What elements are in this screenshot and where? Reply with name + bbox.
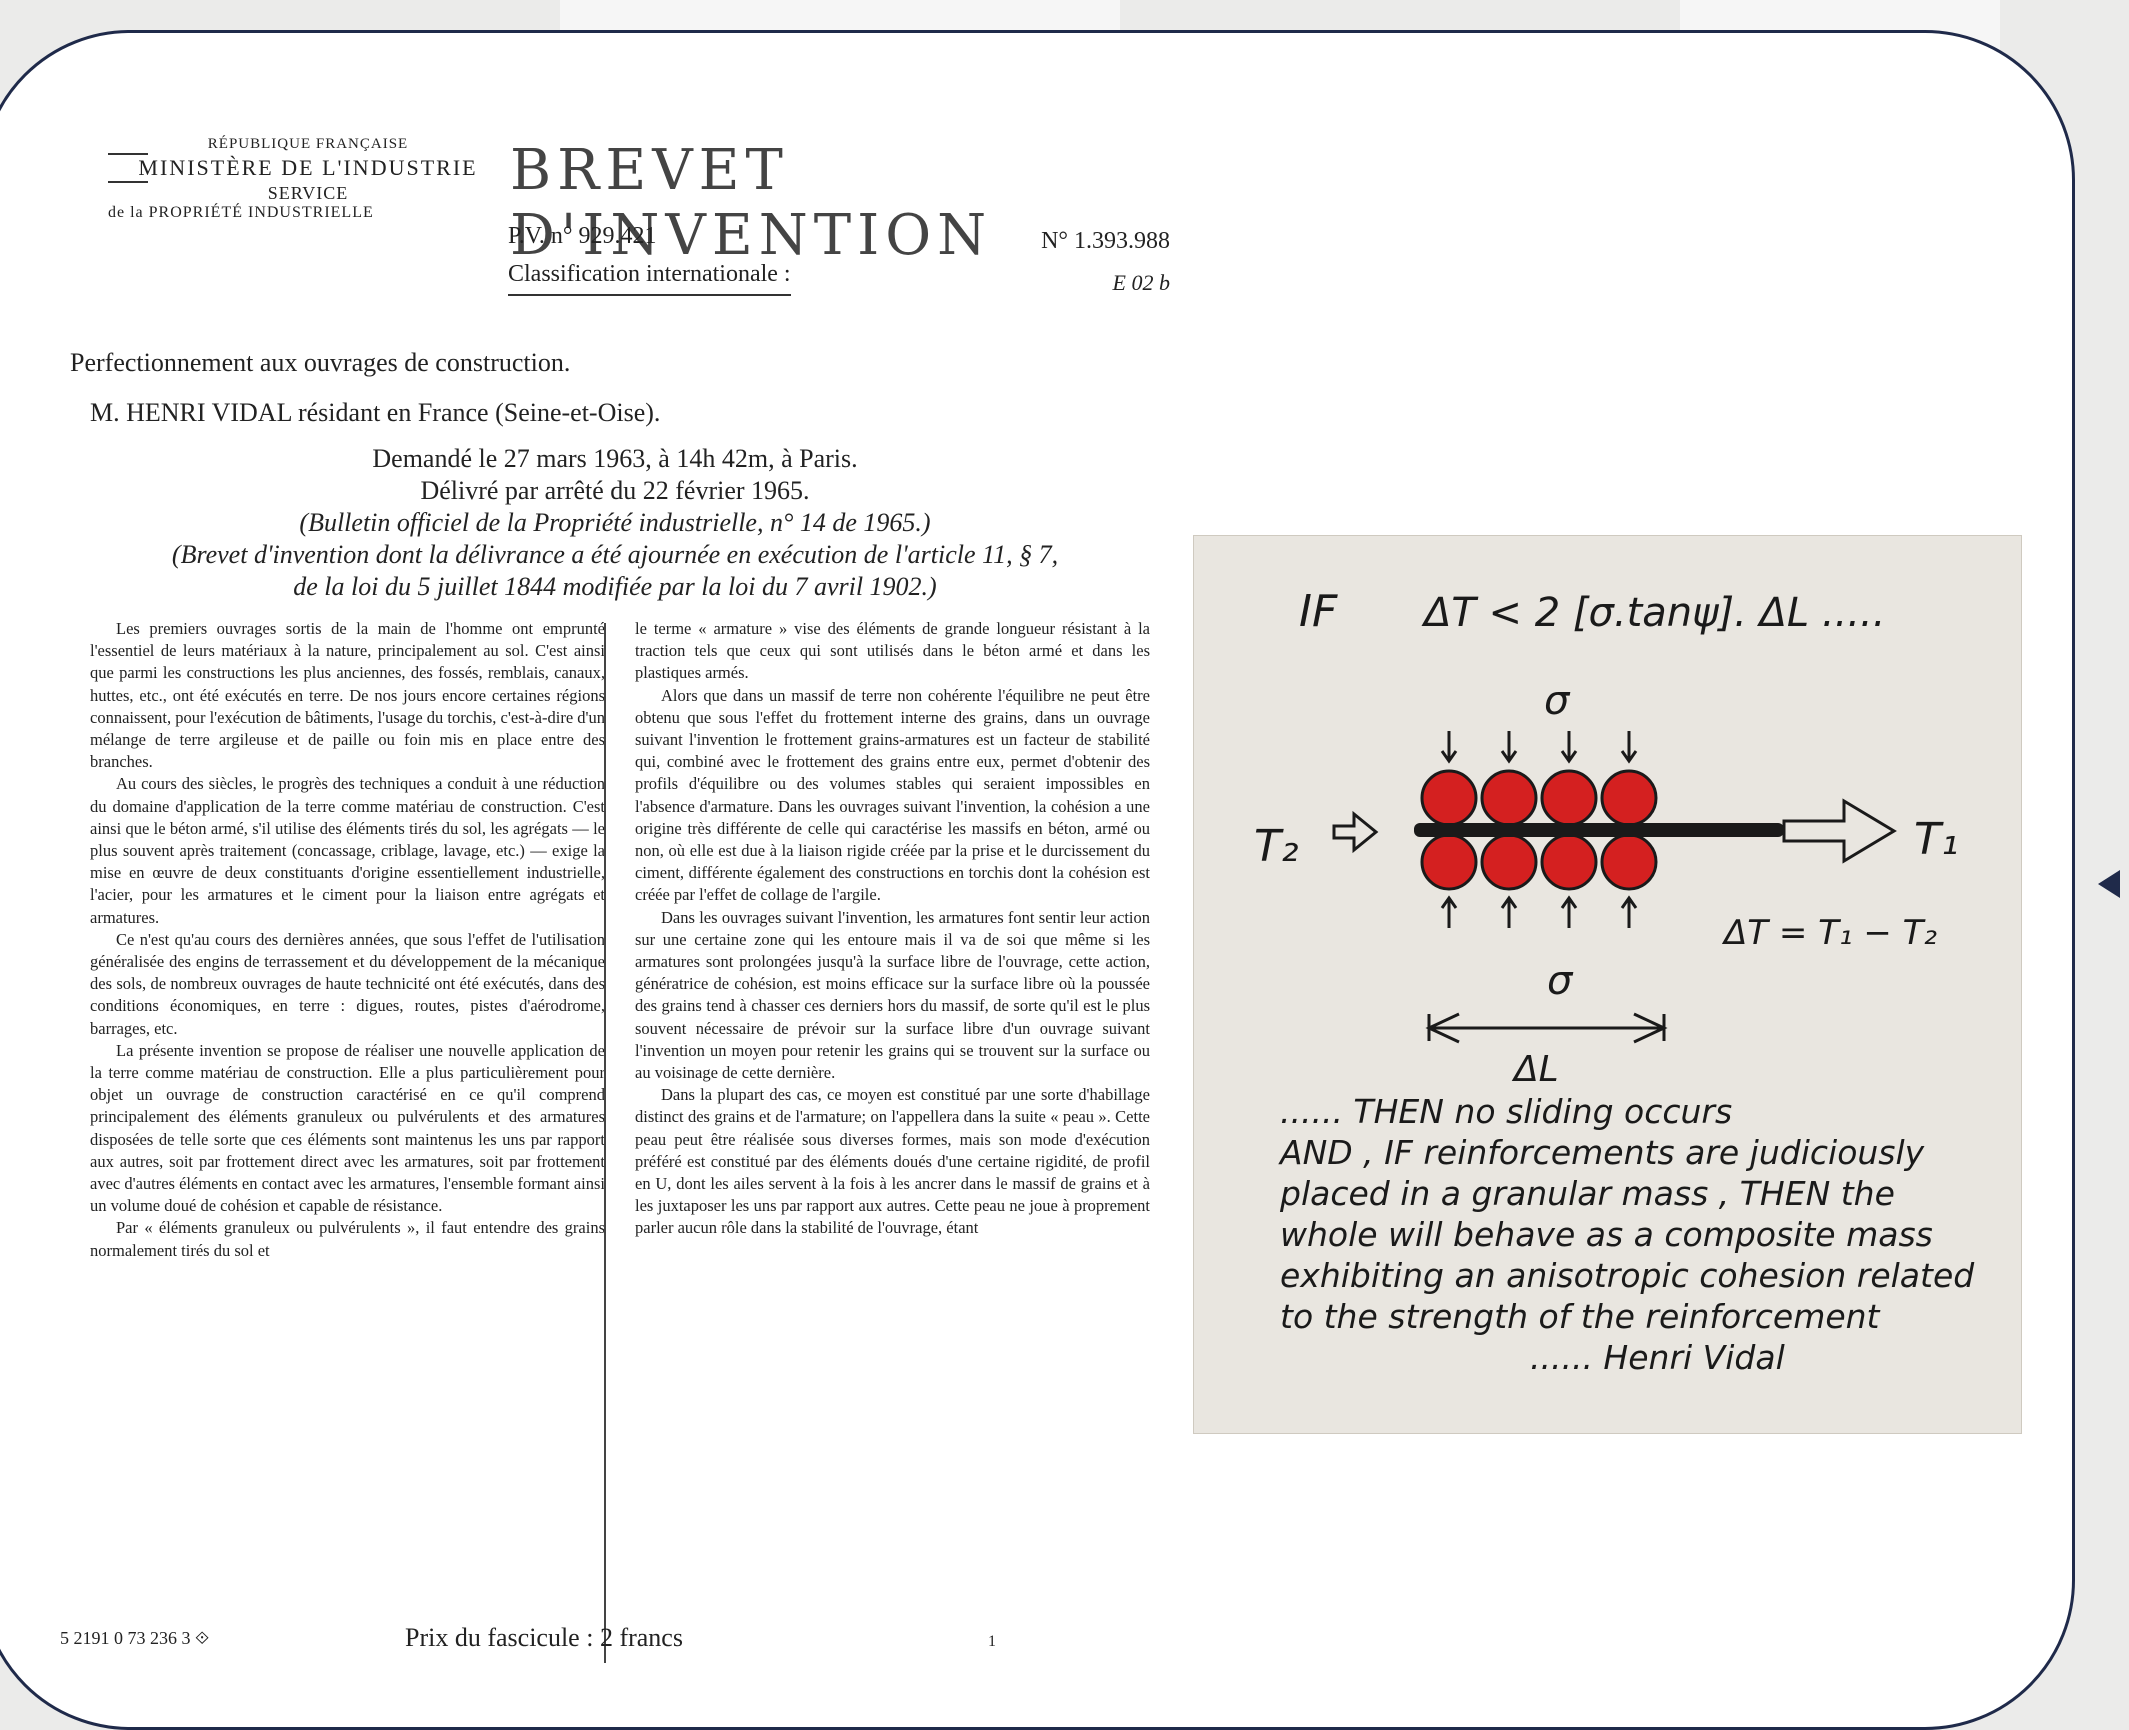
grain-circle bbox=[1600, 833, 1658, 891]
arrow-head-icon bbox=[1440, 895, 1458, 909]
paragraph: Ce n'est qu'au cours des dernières année… bbox=[90, 929, 605, 1038]
document-header-left: RÉPUBLIQUE FRANÇAISE MINISTÈRE DE L'INDU… bbox=[108, 136, 508, 222]
arrow-head-icon bbox=[1620, 750, 1638, 764]
formula: ΔT < 2 [σ.tanψ]. ΔL ..... bbox=[1421, 590, 1885, 636]
pv-number: P.V. n° 929.421 bbox=[508, 223, 657, 249]
t1-label: T₁ bbox=[1914, 814, 1959, 865]
sketch-text: ...... THEN no sliding occurs AND , IF r… bbox=[1280, 1091, 2000, 1378]
grain-circle bbox=[1540, 769, 1598, 827]
paragraph: Les premiers ouvrages sortis de la main … bbox=[90, 619, 605, 772]
sketch-diagram: IF ΔT < 2 [σ.tanψ]. ΔL ..... σ T₂ T₁ ΔT … bbox=[1254, 586, 1959, 1090]
sketch-line: ...... THEN no sliding occurs bbox=[1280, 1092, 1733, 1131]
sketch-line: AND , IF reinforcements are judiciously bbox=[1280, 1133, 1925, 1172]
propriete-label: de la PROPRIÉTÉ INDUSTRIELLE bbox=[108, 204, 374, 221]
delta-l-label: ΔL bbox=[1511, 1049, 1559, 1090]
t2-label: T₂ bbox=[1254, 821, 1299, 872]
left-column: Les premiers ouvrages sortis de la main … bbox=[90, 618, 605, 1262]
sigma-bottom: σ bbox=[1547, 958, 1574, 1004]
sketch-line: placed in a granular mass , THEN the bbox=[1280, 1174, 1895, 1213]
footer-code-text: 5 2191 0 73 236 3 bbox=[60, 1628, 191, 1648]
bulletin-line: (Bulletin officiel de la Propriété indus… bbox=[299, 508, 931, 537]
classification-label: Classification internationale : bbox=[508, 261, 791, 296]
arrow-head-icon bbox=[1560, 895, 1578, 909]
sketch-line: exhibiting an anisotropic cohesion relat… bbox=[1280, 1256, 1975, 1295]
diamond-icon: ⟐ bbox=[195, 1628, 210, 1648]
brevet-note-line: (Brevet d'invention dont la délivrance a… bbox=[171, 540, 1059, 569]
column-divider bbox=[604, 623, 606, 1663]
dim-arrow-left-icon bbox=[1425, 1012, 1460, 1044]
sketch-line: whole will behave as a composite mass bbox=[1280, 1215, 1933, 1254]
ministere-label: MINISTÈRE DE L'INDUSTRIE bbox=[138, 155, 478, 180]
arrow-head-icon bbox=[1500, 895, 1518, 909]
grain-circle bbox=[1540, 833, 1598, 891]
arrows-down bbox=[1440, 731, 1638, 764]
sigma-top: σ bbox=[1544, 678, 1571, 724]
delta-t-label: ΔT = T₁ − T₂ bbox=[1721, 913, 1937, 953]
paragraph: La présente invention se propose de réal… bbox=[90, 1040, 605, 1216]
page-number: 1 bbox=[988, 1633, 996, 1650]
paragraph: Alors que dans un massif de terre non co… bbox=[635, 685, 1150, 905]
patent-number: N° 1.393.988 bbox=[1041, 228, 1170, 254]
footer-price: Prix du fascicule : 2 francs bbox=[405, 1623, 683, 1652]
paragraph: Par « éléments granuleux ou pulvérulents… bbox=[90, 1218, 605, 1260]
body-columns: Les premiers ouvrages sortis de la main … bbox=[90, 618, 1150, 1262]
grain-circle bbox=[1420, 833, 1478, 891]
footer-code: 5 2191 0 73 236 3 ⟐ bbox=[60, 1628, 209, 1649]
vidal-sketch: IF ΔT < 2 [σ.tanψ]. ΔL ..... σ T₂ T₁ ΔT … bbox=[1193, 535, 2022, 1434]
classification-value: E 02 b bbox=[1112, 270, 1170, 295]
service-label: SERVICE bbox=[267, 183, 349, 203]
demande-line: Demandé le 27 mars 1963, à 14h 42m, à Pa… bbox=[372, 444, 858, 473]
paragraph: Dans la plupart des cas, ce moyen est co… bbox=[635, 1085, 1150, 1238]
header-rule bbox=[108, 153, 148, 155]
t1-arrow-icon bbox=[1782, 798, 1897, 864]
arrow-head-icon bbox=[1620, 895, 1638, 909]
right-column: le terme « armature » vise des éléments … bbox=[635, 618, 1150, 1262]
arrows-up bbox=[1440, 895, 1638, 928]
patent-subject: Perfectionnement aux ouvrages de constru… bbox=[70, 348, 571, 377]
arrow-head-icon bbox=[1440, 750, 1458, 764]
patent-dates: Demandé le 27 mars 1963, à 14h 42m, à Pa… bbox=[60, 443, 1170, 603]
arrow-head-icon bbox=[1500, 750, 1518, 764]
frame-arrow-icon bbox=[2098, 870, 2120, 898]
paragraph: Dans les ouvrages suivant l'invention, l… bbox=[635, 907, 1150, 1083]
grain-circle bbox=[1480, 769, 1538, 827]
sketch-line: to the strength of the reinforcement bbox=[1280, 1297, 1880, 1336]
patent-document: RÉPUBLIQUE FRANÇAISE MINISTÈRE DE L'INDU… bbox=[60, 108, 1170, 1668]
brevet-note-line: de la loi du 5 juillet 1844 modifiée par… bbox=[293, 572, 937, 601]
arrow-head-icon bbox=[1560, 750, 1578, 764]
t2-arrow-icon bbox=[1332, 810, 1379, 854]
grain-circle bbox=[1420, 769, 1478, 827]
grains bbox=[1420, 769, 1658, 891]
reinforcement-strip bbox=[1414, 823, 1784, 837]
brevet-title: BREVET D'INVENTION bbox=[510, 138, 993, 268]
sketch-signature: ...... Henri Vidal bbox=[1530, 1338, 1785, 1377]
formula-if: IF bbox=[1299, 586, 1338, 637]
grain-circle bbox=[1600, 769, 1658, 827]
grain-circle bbox=[1480, 833, 1538, 891]
header-rule bbox=[108, 181, 148, 183]
paragraph: le terme « armature » vise des éléments … bbox=[635, 619, 1150, 683]
delivre-line: Délivré par arrêté du 22 février 1965. bbox=[420, 476, 810, 505]
paragraph: Au cours des siècles, le progrès des tec… bbox=[90, 774, 605, 927]
republique-label: RÉPUBLIQUE FRANÇAISE bbox=[207, 136, 409, 152]
inventor-line: M. HENRI VIDAL résidant en France (Seine… bbox=[90, 398, 661, 427]
